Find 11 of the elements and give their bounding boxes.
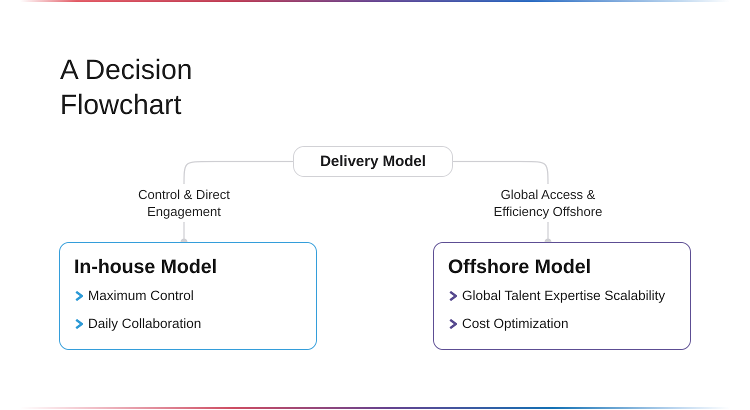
topic-box — [293, 146, 453, 177]
list-item: Cost Optimization — [462, 316, 569, 331]
list-item: Maximum Control — [88, 288, 194, 303]
list-item: Daily Collaboration — [88, 316, 202, 331]
option-card — [433, 242, 691, 350]
option-card — [59, 242, 317, 350]
title: A Decision Flowchart — [60, 53, 194, 122]
list-item: Global Talent Expertise Scalability — [462, 288, 666, 303]
card-heading: Offshore Model — [448, 255, 592, 279]
box-heading: Delivery Model — [320, 153, 426, 170]
card-heading: In-house Model — [74, 255, 217, 279]
